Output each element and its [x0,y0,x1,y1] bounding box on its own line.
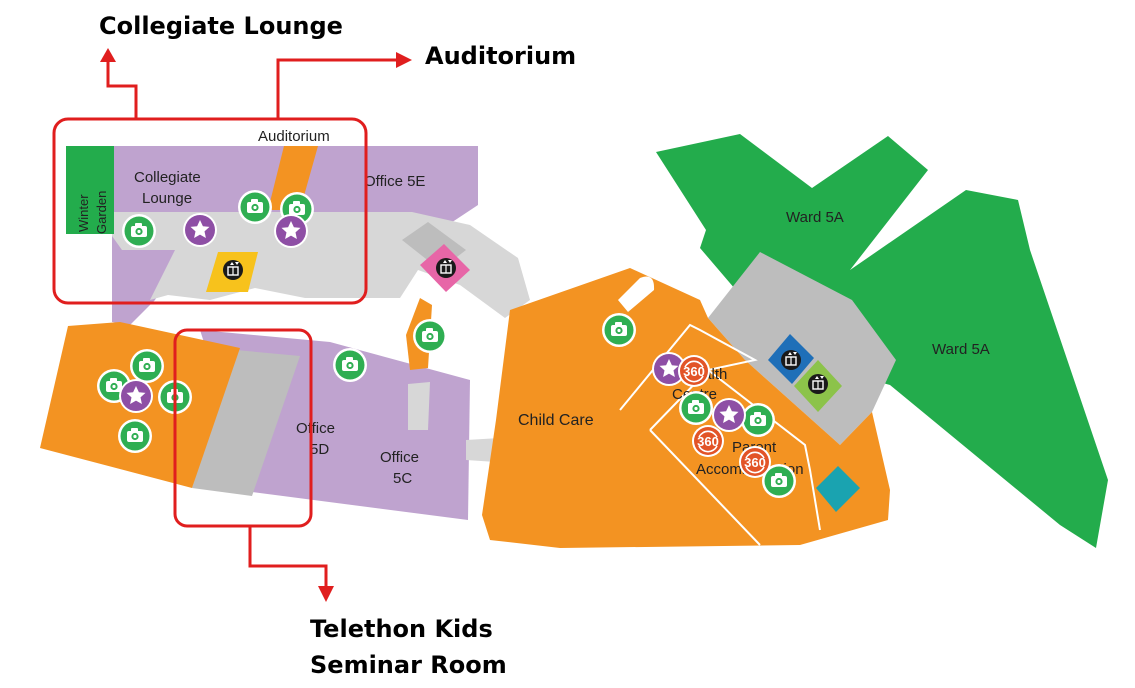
camera-icon[interactable] [122,214,156,248]
callout-box-bottom [173,328,313,528]
ward-5a-top-label: Ward 5A [786,209,844,226]
teal-room[interactable] [816,466,860,512]
camera-icon[interactable] [130,349,164,383]
winter-garden-label-1: Winter [76,194,91,232]
office-5d-label-2: 5D [310,441,329,458]
callout-arrow-collegiate [106,60,138,119]
panorama-label: 360 [697,434,719,449]
camera-icon[interactable] [238,190,272,224]
auditorium-room-label: Auditorium [258,128,330,145]
child-care-label: Child Care [518,412,594,429]
camera-icon[interactable] [118,419,152,453]
office-5d-label-1: Office [296,420,335,437]
callout-telethon-line1: Telethon Kids [310,615,493,643]
callout-arrow-auditorium [276,58,398,119]
callout-box-top [52,117,368,305]
child-care-courtyard [618,276,655,312]
callout-auditorium: Auditorium [425,42,576,70]
lift-icon-pink[interactable] [435,257,457,279]
auditorium-room[interactable] [268,146,318,210]
camera-icon[interactable] [741,403,775,437]
callout-arrow-telethon [248,526,328,588]
winter-garden-label-2: Garden [94,191,109,234]
lift-icon-yellow[interactable] [222,259,244,281]
camera-icon[interactable] [333,348,367,382]
lift-icon-green[interactable] [807,373,829,395]
camera-icon[interactable] [413,319,447,353]
arrowhead-auditorium [396,52,412,68]
collegiate-lounge-label-1: Collegiate [134,169,201,186]
callout-collegiate-lounge: Collegiate Lounge [99,12,343,40]
star-icon[interactable] [274,214,308,248]
panorama-label: 360 [744,455,766,470]
panorama-360-icon[interactable]: 360 [738,445,772,479]
collegiate-lounge-label-2: Lounge [142,190,192,207]
camera-icon[interactable] [679,391,713,425]
callout-telethon-line2: Seminar Room [310,651,507,679]
arrowhead-telethon [318,586,334,602]
panorama-360-icon[interactable]: 360 [677,354,711,388]
arrowhead-collegiate [100,48,116,62]
camera-icon[interactable] [602,313,636,347]
ward-5a-right-label: Ward 5A [932,341,990,358]
office-5e-label: Office 5E [364,173,425,190]
parent-accommodation-outline [649,429,761,546]
office-5c-label-1: Office [380,449,419,466]
panorama-label: 360 [683,364,705,379]
star-icon[interactable] [183,213,217,247]
office-5c-label-2: 5C [393,470,412,487]
winter-garden[interactable] [66,146,114,234]
star-icon[interactable] [119,379,153,413]
star-icon[interactable] [712,398,746,432]
telethon-seminar-room[interactable] [192,350,300,496]
corridor-link [408,382,430,430]
lift-icon-blue[interactable] [780,349,802,371]
panorama-360-icon[interactable]: 360 [691,424,725,458]
